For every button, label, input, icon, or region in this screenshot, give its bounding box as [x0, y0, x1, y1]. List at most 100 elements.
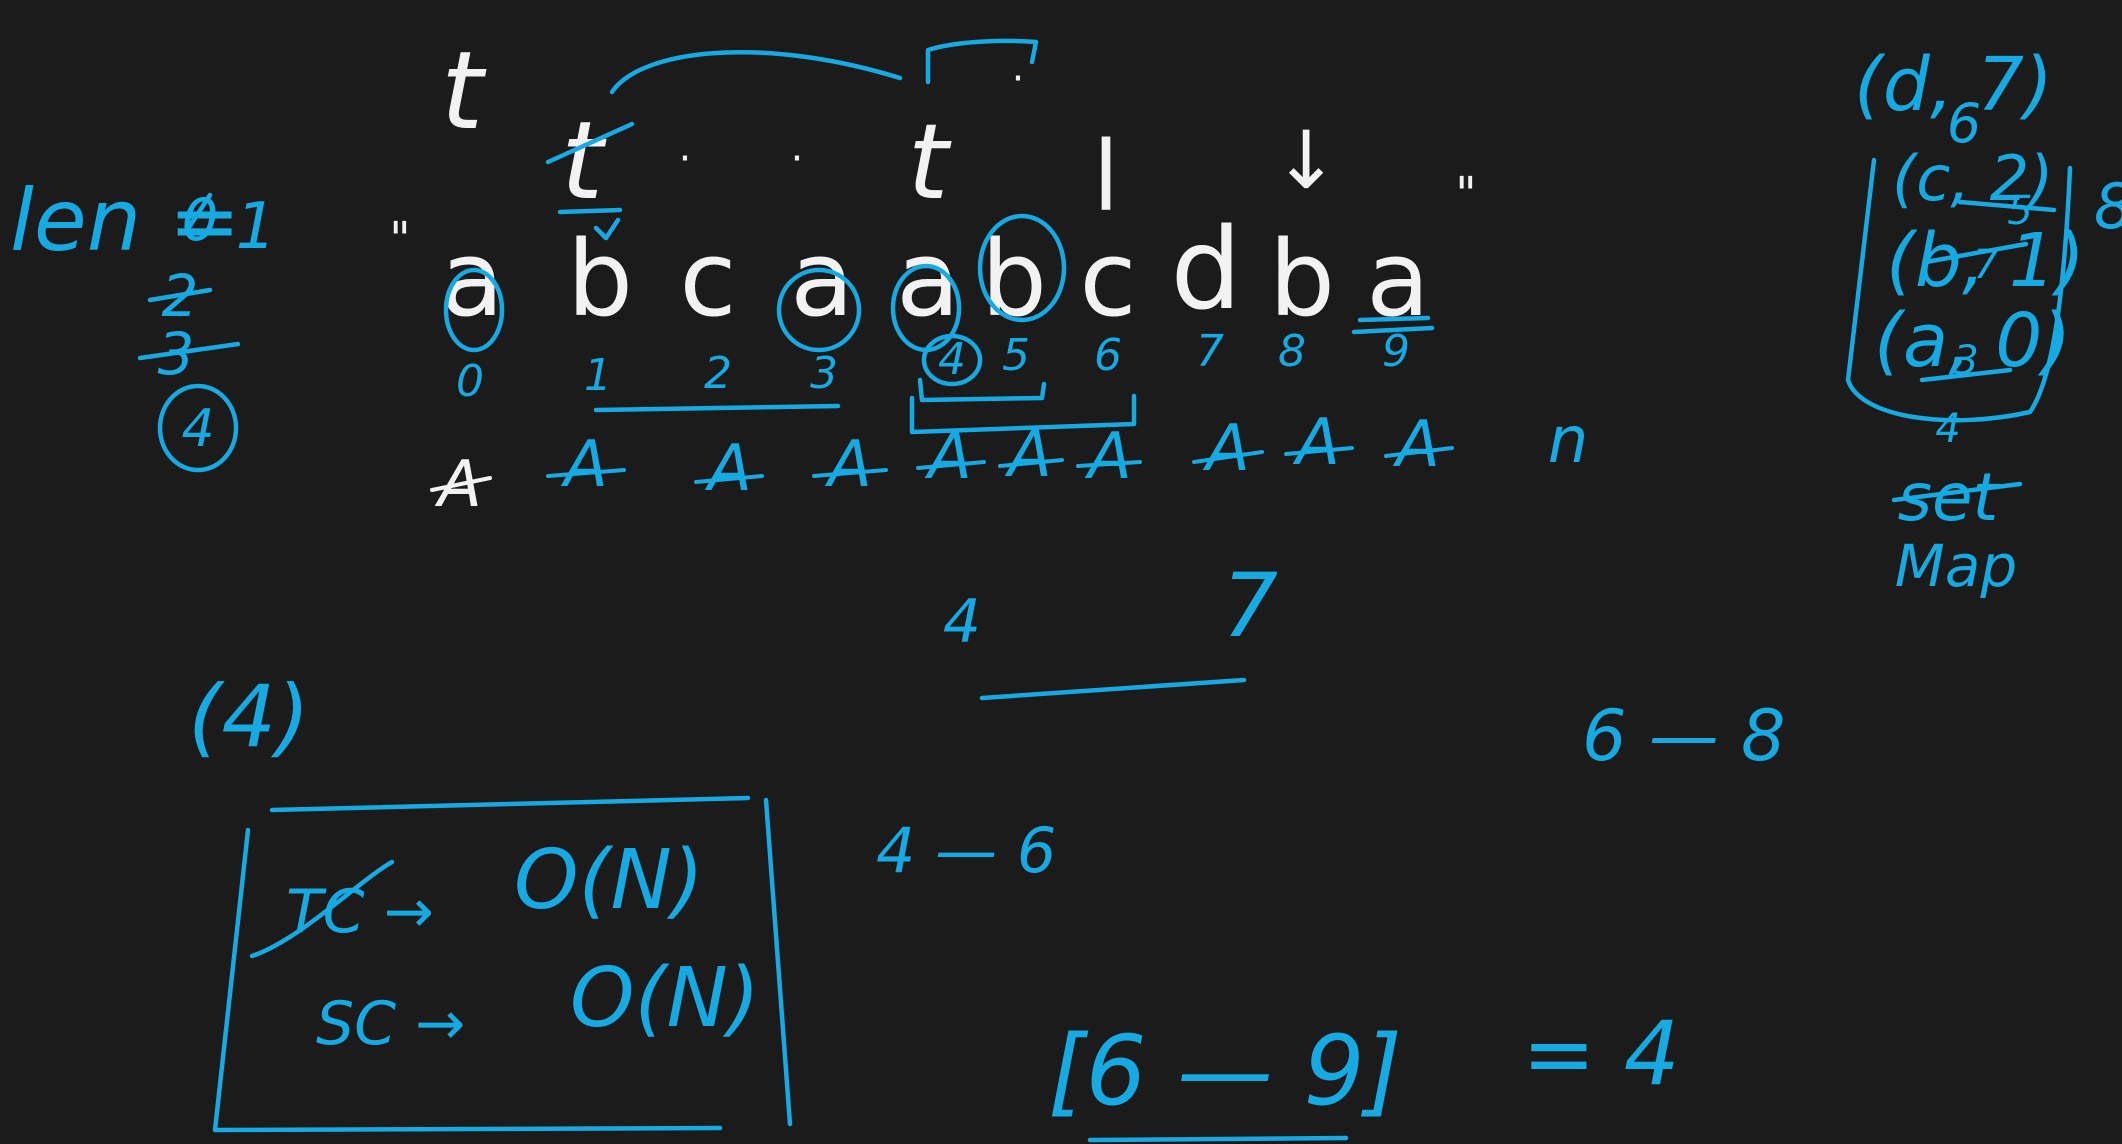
map-entry: (c, 2): [1892, 142, 2053, 215]
strike-line: [1957, 199, 2057, 213]
tc-strike: [249, 859, 395, 959]
strike-line: [1357, 315, 1431, 323]
blue-text: 0 1 2 3 4 5 6 7 8 9 A A A A A A A A A A …: [10, 42, 2122, 1127]
quote-left: ": [389, 212, 410, 266]
range-underline: [593, 403, 841, 413]
map-struck-value: 5: [2007, 188, 2032, 234]
struck-mark: A: [1292, 406, 1340, 480]
map-entry: (a, 0): [1874, 298, 2071, 384]
range-underline: [1087, 1135, 1349, 1143]
map-top-sub: 6: [1947, 92, 1981, 155]
complexity-box-border: [212, 795, 793, 1133]
strike-line: [147, 287, 213, 303]
string-char: c: [679, 218, 736, 340]
index-label: 7: [1196, 326, 1224, 377]
map-struck-value: 3: [1953, 338, 1978, 384]
string-row: " a b c a a b c d b a ": [389, 167, 1476, 340]
struck-mark: A: [1084, 420, 1132, 494]
pointers: t t t l ↓ · · ·: [441, 29, 1340, 233]
tick-mark: [593, 217, 621, 241]
char-circle: [443, 267, 505, 353]
underline-struck-t: [557, 207, 623, 215]
paren-four: (4): [188, 667, 310, 767]
string-char: b: [567, 218, 633, 340]
index-label: 1: [584, 350, 612, 401]
pointer-l: l: [1093, 121, 1120, 233]
map-container: [1845, 157, 2073, 423]
blue-strokes: [137, 38, 2073, 1143]
struck-mark: A: [1202, 412, 1250, 486]
map-side-number: 8: [2094, 170, 2122, 243]
current-length-circle: [157, 383, 239, 473]
string-char: b: [1269, 218, 1335, 340]
strike-line: [1923, 241, 2029, 265]
length-value-current: 4: [181, 399, 214, 459]
range-bracket: [909, 393, 1137, 435]
strike-line: [183, 192, 213, 235]
dot-mark: ·: [679, 136, 692, 182]
string-char: d: [1170, 205, 1241, 335]
struck-mark: A: [824, 428, 872, 502]
string-char: c: [1079, 218, 1136, 340]
index-label: 5: [1002, 330, 1030, 381]
char-circle: [977, 213, 1067, 323]
map-top-entry: (d, 7): [1854, 42, 2053, 128]
quote-right: ": [1455, 167, 1476, 221]
struck-mark: A: [560, 428, 608, 502]
tc-value: O(N): [514, 833, 704, 928]
index-circle: [921, 333, 983, 387]
dot-mark: ·: [791, 136, 804, 182]
struck-mark: A: [1392, 408, 1440, 482]
range-bracket-inner: [917, 377, 1047, 403]
index-label: 6: [1094, 330, 1122, 381]
struck-mark: A: [704, 432, 752, 506]
small-bracket: [925, 38, 1039, 85]
index-label: 8: [1278, 326, 1306, 377]
pointer-t-current: t: [908, 101, 952, 223]
index-label: 0: [456, 356, 484, 407]
length-label: len =: [10, 171, 241, 271]
map-struck-value: 7: [1973, 242, 1999, 288]
index-label: 3: [810, 348, 838, 399]
equals-four: = 4: [1522, 1002, 1680, 1105]
bracket-range: [6 — 9]: [1048, 1015, 1402, 1127]
mark-n: n: [1548, 404, 1589, 478]
map-label-struck: set: [1898, 459, 2001, 536]
range-start: 4: [943, 587, 981, 657]
pointer-arrow-down: ↓: [1272, 114, 1339, 207]
pointer-t-struck: t: [561, 99, 607, 224]
range-underline: [979, 677, 1247, 701]
index-label: 2: [704, 348, 732, 399]
struck-mark: A: [924, 420, 972, 494]
char-circle: [776, 267, 862, 353]
index-label: 9: [1382, 326, 1410, 377]
pointer-arc: [609, 50, 903, 95]
index-label: 4: [938, 334, 966, 385]
map-entry: (b, 1): [1886, 218, 2085, 304]
bottom-mark-strikes: [430, 446, 1454, 492]
map-label: Map: [1895, 532, 2017, 600]
length-value-struck: 1: [236, 190, 277, 264]
pointer-t-top: t: [441, 29, 487, 154]
tc-label: TC →: [286, 877, 434, 947]
length-value-struck: 0: [182, 186, 219, 254]
strike-line: [1919, 367, 2013, 383]
sc-label: SC →: [316, 989, 465, 1059]
strike-line: [1351, 325, 1435, 335]
strike-line: [1891, 481, 2023, 503]
range-end: 7: [1222, 554, 1278, 657]
struck-mark: A: [1004, 418, 1052, 492]
strike-line: [137, 341, 241, 361]
index-row: 0 1 2 3 4 5 6 7 8 9: [456, 326, 1410, 407]
length-value-struck: 2: [162, 262, 199, 330]
map-below-entry: 4: [1935, 406, 1960, 452]
bottom-marks: A A A A A A A A A A n: [434, 404, 1588, 522]
range-four-six: 4 — 6: [876, 814, 1056, 887]
range-six-eight: 6 — 8: [1582, 695, 1786, 777]
strike-line: [545, 121, 635, 165]
length-value-struck: 3: [158, 320, 195, 388]
sc-value: O(N): [570, 951, 760, 1046]
dot-mark: ·: [1012, 56, 1025, 102]
